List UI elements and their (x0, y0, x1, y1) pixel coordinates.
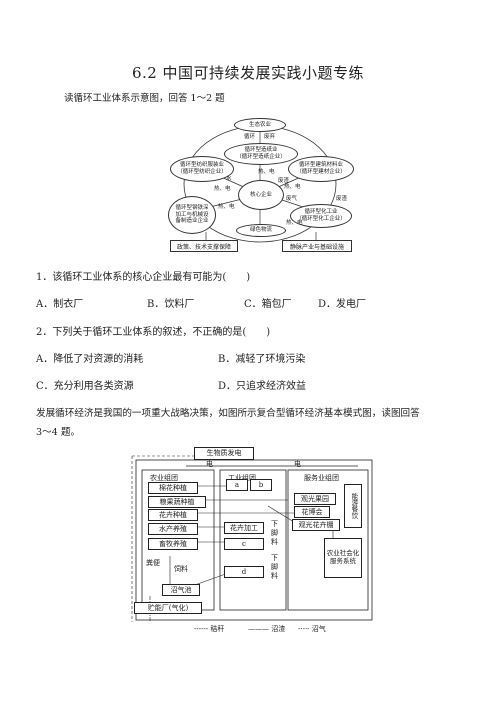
node-c: c (224, 538, 264, 550)
node-biomass-power: 生物质发电 (194, 447, 254, 460)
node-steel-machinery: 循环型钢铁深 加工与机械设 备制造业企业 (168, 196, 216, 234)
label-cycle: 循环 (244, 134, 256, 140)
node-sightseeing-orchard: 观光果园 (294, 493, 336, 505)
label-electricity-left: 电 (206, 460, 213, 468)
q2-option-c: C．充分利用各类资源 (36, 381, 134, 392)
legend-straw: ------ 秸秆 (194, 625, 225, 633)
node-flower-greenhouse: 观光花卉棚 (292, 519, 340, 531)
node-energy-storage: 贮能厂(气化) (134, 602, 202, 614)
label-electricity-right: 电 (294, 460, 301, 468)
flow-label: 水 (226, 176, 232, 182)
group-industry-title: 工业组团 (228, 474, 256, 482)
q2-option-b: B．减轻了环境污染 (218, 354, 306, 365)
q1-option-b: B．饮料厂 (147, 299, 195, 310)
node-paper-industry: 循环型造纸业 （循环型造纸企业） (224, 143, 298, 165)
legend-residue: ——— 沼渣 (248, 625, 286, 633)
question-2: 2．下列关于循环工业体系的叙述，不正确的是( ) (36, 327, 271, 338)
group-agriculture-title: 农业组团 (150, 474, 178, 482)
legend-biogas: -·-·- 沼气 (298, 625, 326, 633)
flow-label: 热、电 (286, 220, 303, 226)
node-b: b (250, 479, 272, 491)
page-title: 6.2 中国可持续发展实践小题专练 (131, 64, 365, 82)
node-textile-industry: 循环型纺织服装业 （循环型纺织企业） (170, 156, 234, 182)
q2-option-a: A．降低了对资源的消耗 (36, 354, 144, 365)
box-vein-infrastructure: 静脉产业与基础设施 (282, 240, 352, 252)
flow-label: 热、电 (258, 169, 275, 175)
intro-text-2b: 3～4 题。 (36, 427, 81, 438)
node-a: a (226, 479, 248, 491)
node-flower-expo: 花博会 (294, 506, 330, 518)
node-aquaculture: 水产养殖 (148, 523, 198, 535)
node-d: d (224, 566, 264, 578)
node-livestock: 畜牧养殖 (148, 538, 198, 550)
node-chemical-industry: 循环型化工业 （循环型化工企业） (290, 204, 352, 228)
intro-text-1: 读循环工业体系示意图，回答 1～2 题 (64, 93, 225, 104)
flow-label: 废渣 (336, 196, 348, 202)
box-policy-support: 政策、技术支撑保障 (170, 240, 238, 252)
node-grain-fruit-veg: 粮果蔬种植 (148, 496, 206, 508)
label-feed: 饲料 (174, 565, 188, 573)
flow-label: 废渣 (278, 178, 290, 184)
label-scraps-1: 下脚料 (271, 520, 278, 546)
flow-label: 热、电 (284, 184, 301, 190)
node-agri-social-service: 农业社会化服务系统 (324, 538, 362, 578)
flow-label: 热、电 (214, 186, 231, 192)
diagram-circular-industry: 生态农业 循环 废弃 循环型造纸业 （循环型造纸企业） 循环型纺织服装业 （循环… (166, 110, 354, 252)
label-manure: 粪便 (146, 559, 160, 567)
question-1: 1．该循环工业体系的核心企业最有可能为( ) (36, 272, 251, 283)
node-core-enterprise: 核心企业 (238, 180, 284, 210)
node-flowers: 花卉种植 (148, 509, 198, 521)
flow-label: 废气 (286, 196, 298, 202)
node-building-materials: 循环型建筑材料业 （循环型建材企业） (288, 156, 354, 182)
q2-option-d: D．只追求经济效益 (218, 381, 307, 392)
node-biogas-pit: 沼气池 (162, 584, 200, 596)
label-scraps-2: 下脚料 (271, 554, 278, 580)
q1-option-a: A．制衣厂 (36, 299, 84, 310)
intro-text-2: 发展循环经济是我国的一项重大战略决策，如图所示复合型循环经济基本模式图，读图回答 (36, 408, 420, 419)
node-energy-dining: 能游餐饮 (344, 484, 362, 528)
node-eco-agriculture: 生态农业 (234, 118, 286, 132)
node-cotton: 棉花种植 (148, 482, 198, 494)
node-flower-processing: 花卉加工 (224, 522, 264, 534)
flow-label: 热、电 (218, 204, 235, 210)
q1-option-c: C．箱包厂 (244, 299, 292, 310)
group-service-title: 服务业组团 (304, 474, 339, 482)
diagram-composite-circular-economy: 生物质发电 电 电 农业组团 工业组团 服务业组团 棉花种植 粮果蔬种植 花卉种… (128, 446, 376, 636)
node-green-logistics: 绿色物流 (236, 224, 286, 237)
q1-option-d: D．发电厂 (318, 299, 367, 310)
label-waste: 废弃 (264, 134, 276, 140)
